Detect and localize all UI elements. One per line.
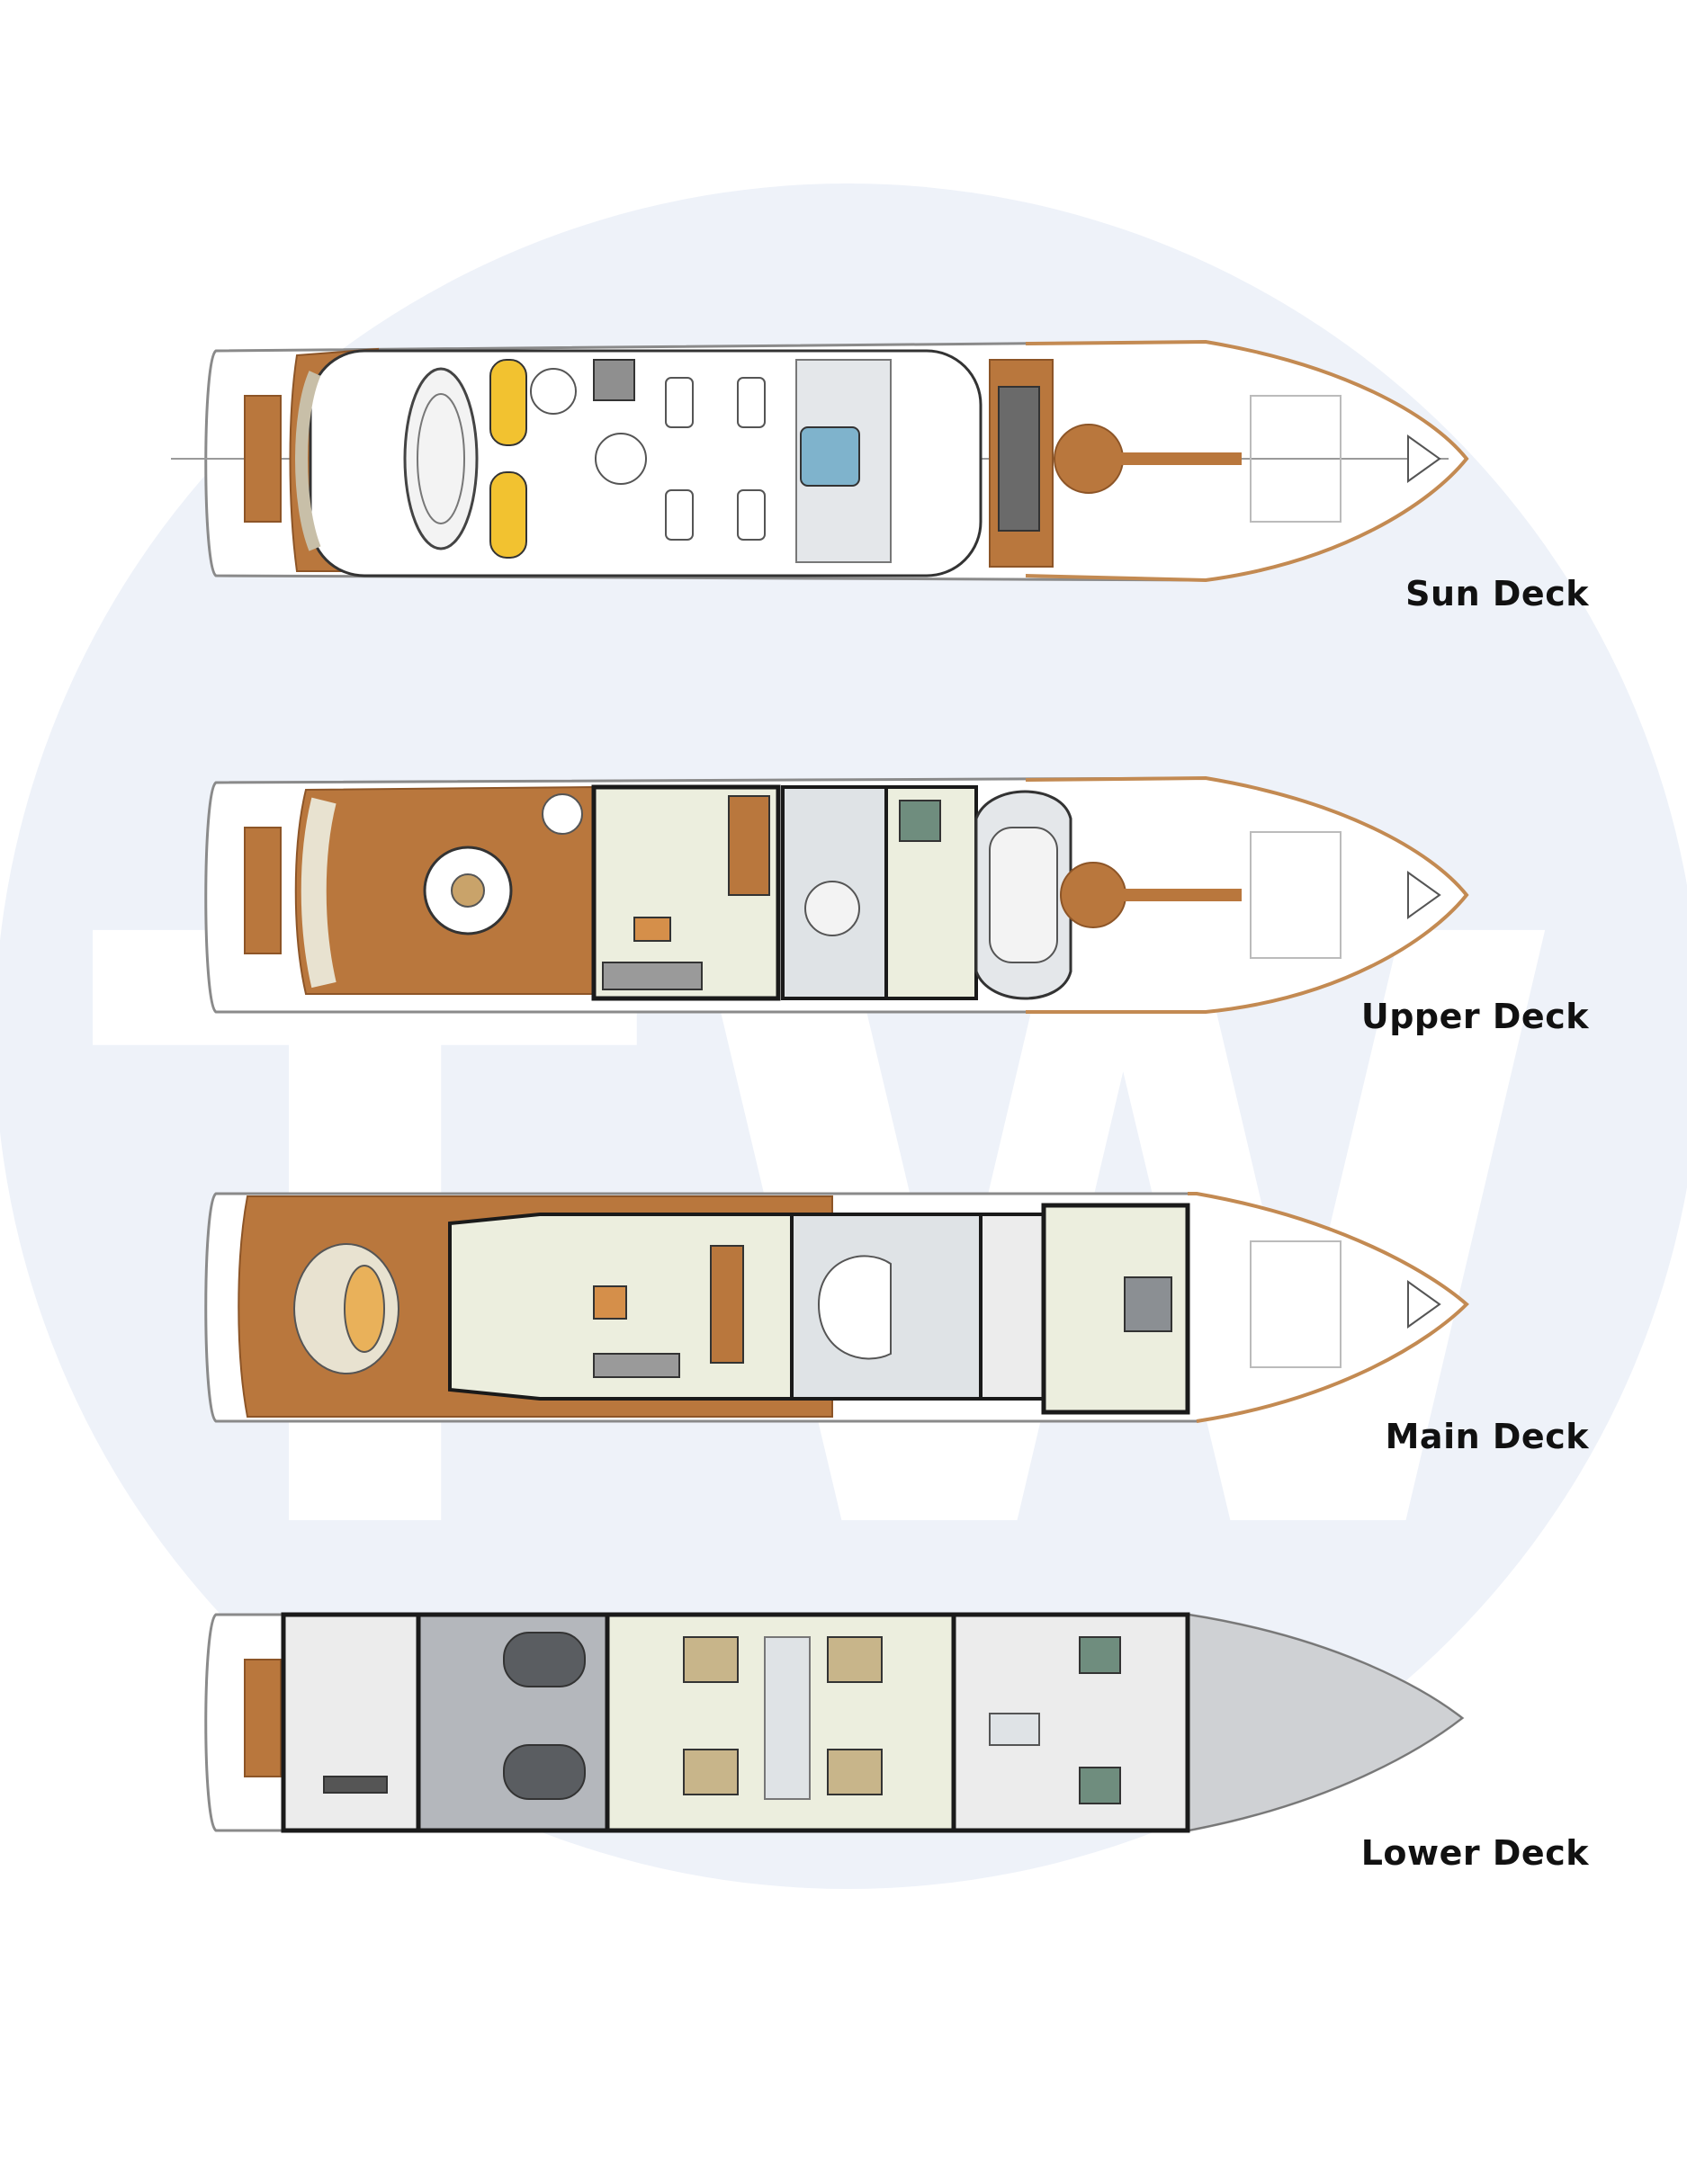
hull-shadow-aft	[295, 371, 321, 551]
jetski-1	[489, 359, 527, 446]
bow-tip	[1407, 434, 1441, 483]
deck-upper: Upper Deck	[0, 765, 1687, 1052]
main-stair	[817, 1255, 892, 1360]
aft-swim-platform	[244, 1659, 282, 1777]
aft-deck-seating	[301, 797, 337, 989]
bow-winch-area	[1250, 395, 1342, 523]
deck-cabinet	[593, 359, 635, 401]
crew-bed-1	[1079, 1636, 1121, 1674]
sky-lounge-sofa	[602, 962, 703, 990]
spiral-stair	[530, 368, 577, 415]
engine-starboard	[503, 1744, 586, 1800]
deck-label-main: Main Deck	[1385, 1417, 1589, 1456]
bow-winch-area	[1250, 1240, 1342, 1368]
lounger-2	[737, 377, 766, 428]
guest-bed-2	[827, 1636, 883, 1683]
hull-trim	[1188, 1192, 1469, 1423]
aft-swim-platform	[244, 395, 282, 523]
aft-deck-table	[344, 1265, 385, 1353]
jacuzzi	[800, 426, 860, 487]
aft-swim-platform	[244, 827, 282, 954]
deck-label-lower: Lower Deck	[1360, 1833, 1589, 1873]
deck-label-upper: Upper Deck	[1360, 997, 1589, 1036]
tender-boat-inner	[417, 393, 465, 524]
guest-bed-1	[683, 1636, 739, 1683]
sky-lounge-table	[633, 917, 671, 942]
tender-boat	[403, 367, 479, 550]
deck-label-sun: Sun Deck	[1405, 574, 1589, 613]
deck-sun-plan	[171, 339, 1469, 583]
forward-teak-round	[1060, 862, 1126, 928]
bow-tip	[1407, 871, 1441, 919]
guest-lobby-tiles	[764, 1636, 811, 1800]
deck-main-plan	[204, 1192, 1469, 1423]
owner-bed	[1124, 1276, 1172, 1332]
wheelhouse-console	[989, 827, 1058, 963]
bow-tip	[1407, 1280, 1441, 1329]
crew-area-aft	[281, 1612, 421, 1833]
crew-workbench	[323, 1776, 388, 1794]
bow-winch-area	[1250, 831, 1342, 959]
jetski-2	[489, 471, 527, 559]
sky-lounge-bar	[728, 795, 770, 896]
guest-bed-3	[683, 1749, 739, 1795]
deck-lower: Lower Deck	[0, 1601, 1687, 1911]
lounger-4	[737, 489, 766, 541]
foredeck-walkway	[1120, 452, 1242, 465]
round-table	[595, 433, 647, 485]
crew-mess	[989, 1713, 1040, 1746]
deck-upper-plan	[204, 775, 1469, 1014]
captain-bed	[899, 800, 941, 842]
bow-void	[1187, 1613, 1464, 1832]
hull-trim	[1025, 775, 1469, 1014]
engine-port	[503, 1632, 586, 1687]
hull-trim	[1025, 339, 1469, 583]
foredeck-walkway	[1120, 889, 1242, 901]
crew-bed-2	[1079, 1767, 1121, 1804]
guest-bed-4	[827, 1749, 883, 1795]
dining-table-center	[451, 873, 485, 908]
deck-main: Main Deck	[0, 1174, 1687, 1484]
salon-coffee-table	[593, 1285, 627, 1320]
lounger-3	[665, 489, 694, 541]
deck-sun: Sun Deck	[0, 324, 1687, 613]
deck-lower-plan	[204, 1612, 1465, 1833]
forward-teak-round	[1054, 424, 1124, 494]
interior-stair	[804, 881, 860, 936]
spiral-stair	[542, 793, 583, 835]
lounger-1	[665, 377, 694, 428]
dining-table	[710, 1245, 744, 1364]
watermark-circle	[0, 183, 1687, 1889]
salon-sofa	[593, 1353, 680, 1378]
forward-windows	[998, 386, 1040, 532]
